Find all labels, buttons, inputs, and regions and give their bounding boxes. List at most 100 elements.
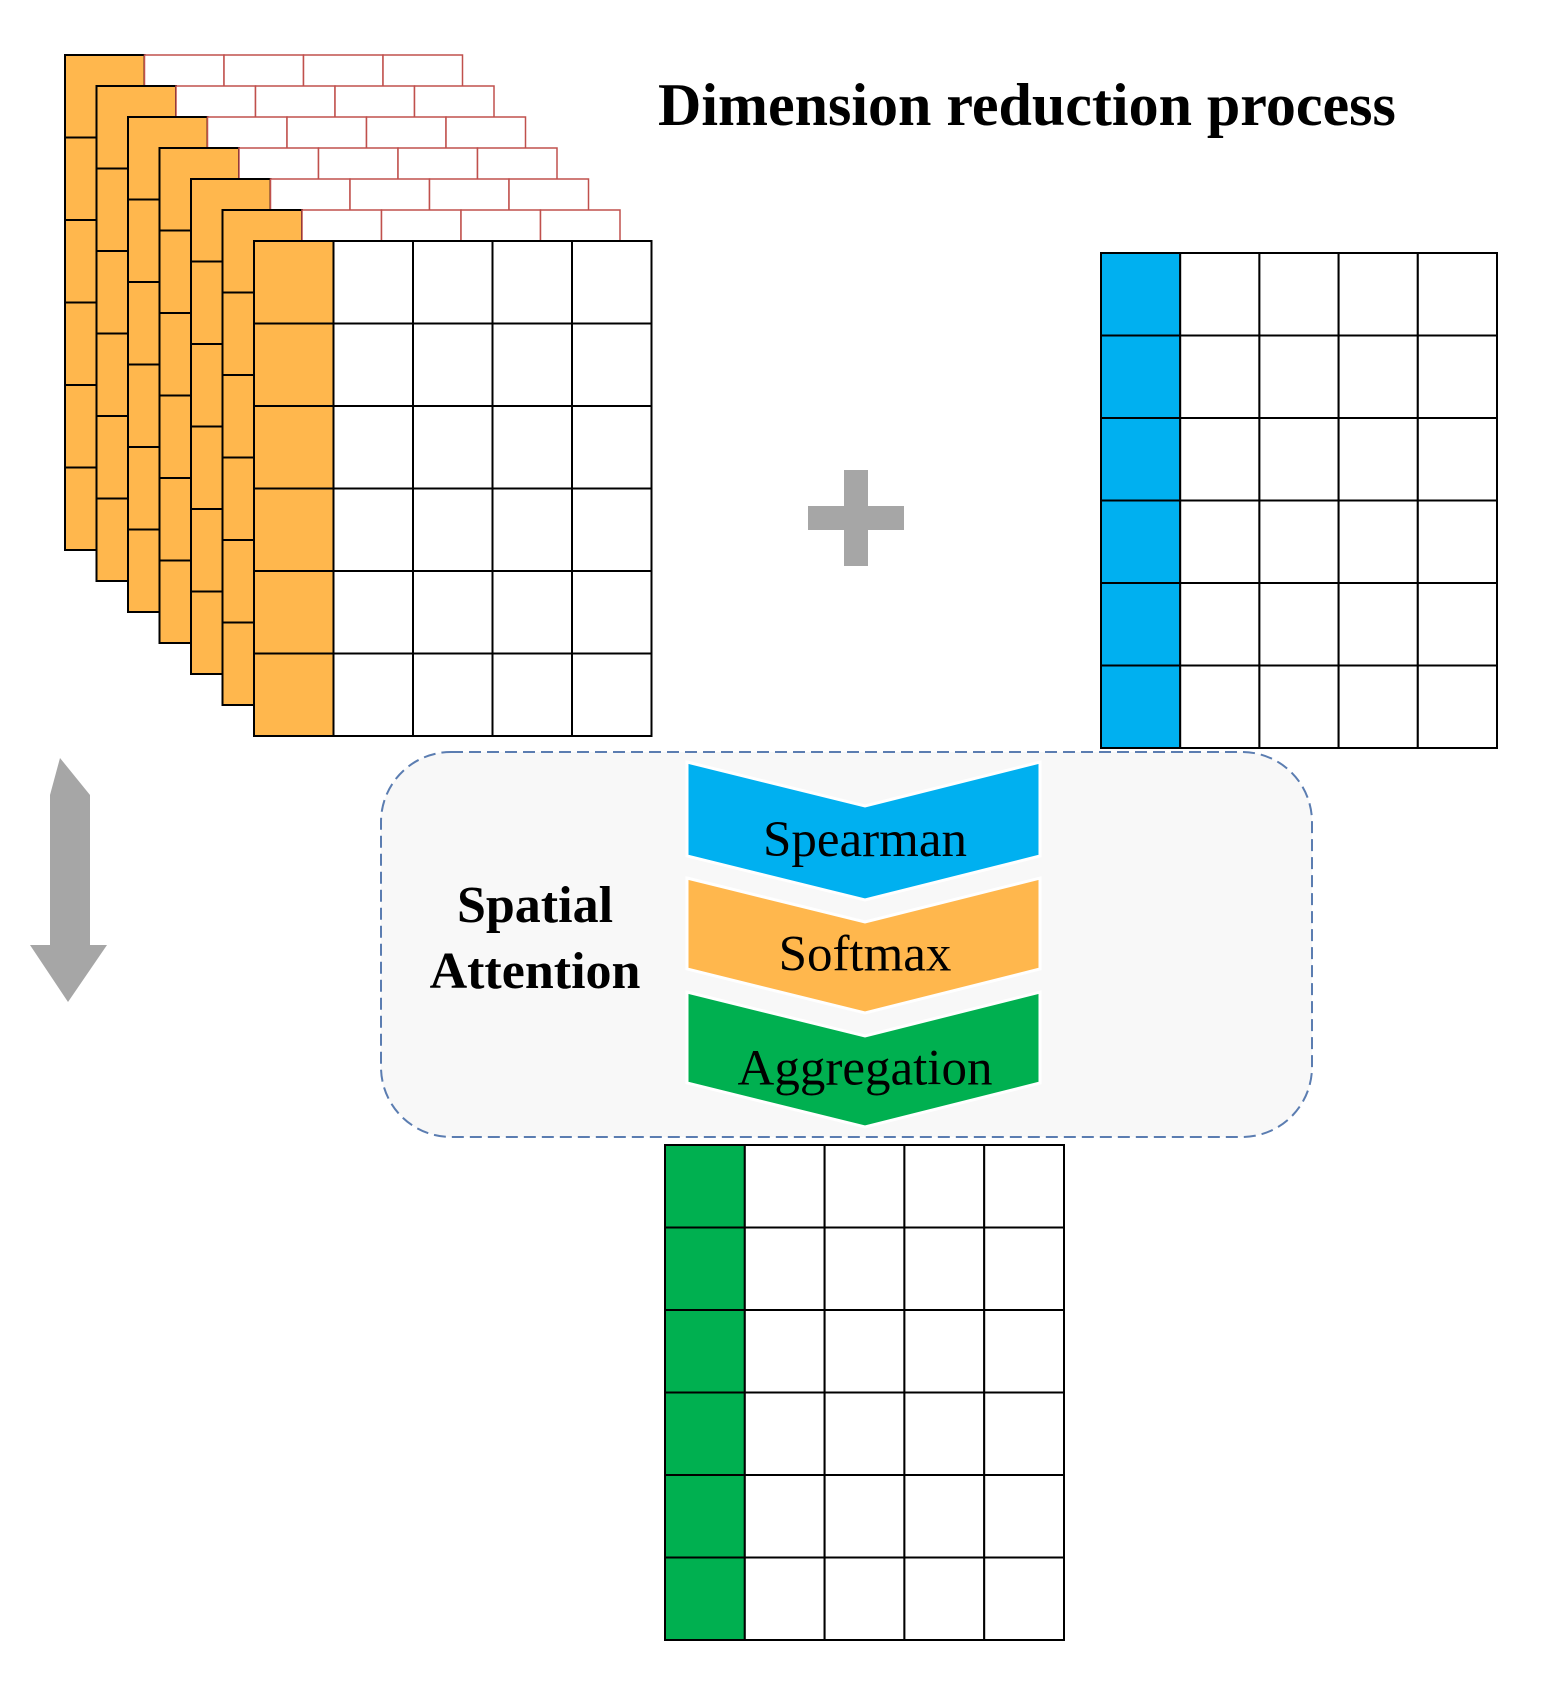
side-grid-cell bbox=[1416, 334, 1499, 419]
side-grid-cell bbox=[1100, 334, 1182, 419]
side-grid-cell bbox=[1416, 664, 1499, 749]
side-grid-cell bbox=[1416, 252, 1499, 337]
side-grid-cell bbox=[1179, 252, 1261, 337]
output-grid-cell bbox=[903, 1144, 986, 1229]
stack-front-cell bbox=[412, 240, 494, 325]
softmax-label: Softmax bbox=[779, 926, 952, 982]
output-grid-cell bbox=[983, 1474, 1066, 1559]
side-grid-cell bbox=[1337, 417, 1419, 502]
output-grid-cell bbox=[743, 1391, 826, 1476]
stack-front-cell bbox=[412, 322, 494, 407]
attention-label: Attention bbox=[430, 943, 641, 1000]
side-grid-cell bbox=[1179, 499, 1261, 584]
output-grid-cell bbox=[983, 1391, 1066, 1476]
side-grid-cell bbox=[1258, 417, 1340, 502]
side-grid-cell bbox=[1258, 582, 1340, 667]
spatial-label: Spatial bbox=[457, 877, 613, 934]
stack-front-cell bbox=[253, 405, 335, 490]
side-grid-cell bbox=[1100, 499, 1182, 584]
stack-front-cell bbox=[332, 487, 414, 572]
stack-front-cell bbox=[332, 652, 414, 737]
side-grid-cell bbox=[1100, 417, 1182, 502]
side-feature-grid bbox=[1100, 252, 1499, 749]
plus-icon bbox=[808, 470, 904, 566]
output-grid-cell bbox=[983, 1226, 1066, 1311]
side-grid-cell bbox=[1179, 664, 1261, 749]
stack-front-cell bbox=[253, 652, 335, 737]
output-grid-cell bbox=[903, 1474, 986, 1559]
aggregation-chevron bbox=[685, 990, 1042, 1129]
output-grid-cell bbox=[664, 1556, 746, 1641]
output-grid-cell bbox=[903, 1556, 986, 1641]
output-grid-cell bbox=[983, 1144, 1066, 1229]
stack-front-cell bbox=[571, 570, 653, 655]
output-grid-cell bbox=[823, 1226, 906, 1311]
arrow-down-icon bbox=[30, 758, 107, 1002]
side-grid-cell bbox=[1337, 334, 1419, 419]
side-grid-cell bbox=[1416, 417, 1499, 502]
output-grid-cell bbox=[823, 1309, 906, 1394]
output-grid-cell bbox=[743, 1474, 826, 1559]
output-grid-cell bbox=[664, 1474, 746, 1559]
output-grid-cell bbox=[664, 1391, 746, 1476]
stack-front-cell bbox=[332, 405, 414, 490]
diagram-title: Dimension reduction process bbox=[658, 72, 1396, 138]
plus-bar-vertical bbox=[844, 470, 868, 566]
softmax-chevron bbox=[685, 876, 1042, 1015]
aggregation-label: Aggregation bbox=[738, 1040, 993, 1096]
output-grid-cell bbox=[983, 1556, 1066, 1641]
side-grid-cell bbox=[1416, 582, 1499, 667]
output-grid-cell bbox=[903, 1309, 986, 1394]
stack-front-cell bbox=[491, 487, 573, 572]
stacked-feature-maps bbox=[64, 54, 653, 737]
stack-front-cell bbox=[253, 487, 335, 572]
stack-front-cell bbox=[571, 322, 653, 407]
stack-front-cell bbox=[571, 405, 653, 490]
output-grid-cell bbox=[743, 1144, 826, 1229]
side-grid-cell bbox=[1258, 252, 1340, 337]
side-grid-cell bbox=[1258, 664, 1340, 749]
stack-front-cell bbox=[332, 570, 414, 655]
stack-front-cell bbox=[412, 652, 494, 737]
side-grid-cell bbox=[1337, 252, 1419, 337]
stack-front-cell bbox=[253, 570, 335, 655]
stack-front-cell bbox=[571, 652, 653, 737]
side-grid-cell bbox=[1179, 417, 1261, 502]
stack-front-cell bbox=[491, 405, 573, 490]
output-grid-cell bbox=[983, 1309, 1066, 1394]
output-feature-grid bbox=[664, 1144, 1066, 1641]
output-grid-cell bbox=[743, 1556, 826, 1641]
side-grid-cell bbox=[1258, 334, 1340, 419]
output-grid-cell bbox=[823, 1474, 906, 1559]
stack-front-cell bbox=[571, 487, 653, 572]
output-grid-cell bbox=[743, 1226, 826, 1311]
stack-front-cell bbox=[412, 487, 494, 572]
stack-front-cell bbox=[253, 322, 335, 407]
output-grid-cell bbox=[664, 1144, 746, 1229]
stack-front-cell bbox=[253, 240, 335, 325]
output-grid-cell bbox=[823, 1144, 906, 1229]
side-grid-cell bbox=[1337, 582, 1419, 667]
stack-front-layer bbox=[253, 240, 653, 737]
output-grid-cell bbox=[664, 1226, 746, 1311]
stack-front-cell bbox=[332, 240, 414, 325]
side-grid-cell bbox=[1416, 499, 1499, 584]
output-grid-cell bbox=[903, 1226, 986, 1311]
output-grid-cell bbox=[823, 1391, 906, 1476]
stack-front-cell bbox=[412, 570, 494, 655]
output-grid-cell bbox=[664, 1309, 746, 1394]
side-grid-cell bbox=[1258, 499, 1340, 584]
stack-front-cell bbox=[332, 322, 414, 407]
side-grid-cell bbox=[1337, 664, 1419, 749]
stack-front-cell bbox=[491, 322, 573, 407]
side-grid-cell bbox=[1179, 582, 1261, 667]
side-grid-cell bbox=[1100, 252, 1182, 337]
stack-front-cell bbox=[491, 652, 573, 737]
side-grid-cell bbox=[1337, 499, 1419, 584]
spearman-label: Spearman bbox=[763, 812, 967, 868]
output-grid-cell bbox=[903, 1391, 986, 1476]
side-grid-cell bbox=[1100, 582, 1182, 667]
output-grid-cell bbox=[823, 1556, 906, 1641]
